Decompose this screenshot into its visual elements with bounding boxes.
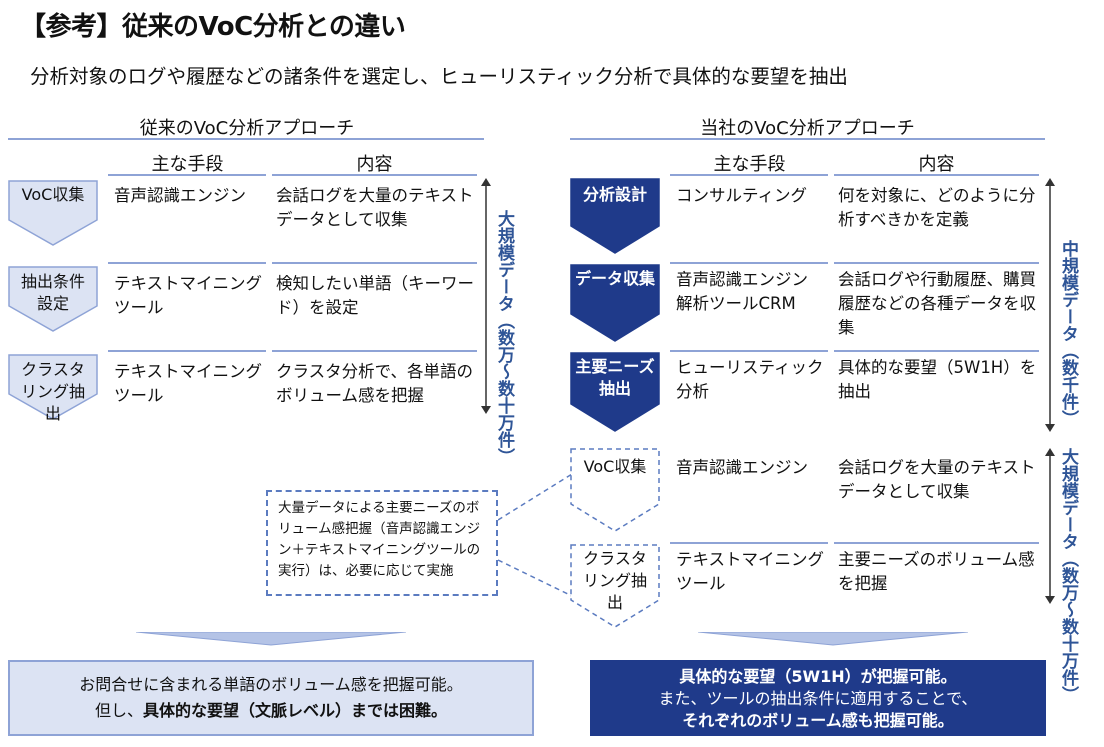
left-step-chevron-3	[8, 354, 98, 420]
right-step-chevron-3	[570, 352, 660, 432]
left-conclusion-box: お問合せに含まれる単語のボリューム感を把握可能。 但し、具体的な要望（文脈レベル…	[8, 660, 534, 736]
left-section-title: 従来のVoC分析アプローチ	[139, 118, 355, 139]
right-row-line-1a	[670, 262, 828, 264]
right-down-arrow	[698, 632, 968, 646]
right-scale-arrow-2	[1045, 448, 1055, 604]
right-means-2: 音声認識エンジン解析ツールCRM	[676, 270, 808, 313]
left-row-line-1b	[272, 262, 477, 264]
right-header-line-means	[670, 174, 828, 176]
left-header-line-means	[108, 174, 266, 176]
left-conclusion-line-2-bold: 具体的な要望（文脈レベル）までは困難。	[143, 701, 448, 720]
left-row-line-1a	[108, 262, 266, 264]
left-content-1: 会話ログを大量のテキストデータとして収集	[276, 186, 474, 229]
right-optional-means-1: 音声認識エンジン	[676, 458, 808, 477]
left-step-chevron-2	[8, 266, 98, 332]
left-step-label-2: 抽出条件設定	[20, 272, 85, 313]
right-optional-label-2: クラスタリング抽出	[582, 549, 647, 612]
left-means-1: 音声認識エンジン	[114, 186, 246, 205]
right-optional-chevron-2	[570, 544, 660, 628]
right-section-divider	[570, 138, 1045, 140]
left-row-line-2a	[108, 350, 266, 352]
left-conclusion-line-2-pre: 但し、	[94, 701, 143, 720]
left-conclusion-line-2: 但し、具体的な要望（文脈レベル）までは困難。	[10, 698, 532, 724]
right-step-label-2: データ収集	[574, 269, 655, 288]
right-col-content-header: 内容	[918, 154, 955, 175]
left-conclusion-line-1: お問合せに含まれる単語のボリューム感を把握可能。	[79, 675, 463, 694]
left-content-3: クラスタ分析で、各単語のボリューム感を把握	[276, 362, 474, 405]
right-scale-label-1: 中規模データ（数千件）	[1058, 240, 1078, 427]
left-down-arrow	[136, 632, 406, 646]
right-content-3: 具体的な要望（5W1H）を抽出	[838, 358, 1037, 401]
right-step-label-3: 主要ニーズ抽出	[575, 357, 655, 398]
right-row-line-1b	[834, 262, 1039, 264]
right-header-line-content	[834, 174, 1039, 176]
left-scale-label: 大規模データ（数万～数十万件）	[494, 210, 514, 465]
right-optional-means-2: テキストマイニングツール	[676, 550, 825, 593]
left-step-label-1: VoC収集	[21, 185, 85, 204]
optional-note-box: 大量データによる主要ニーズのボリューム感把握（音声認識エンジン＋テキストマイニン…	[266, 490, 498, 596]
left-section-divider	[8, 138, 484, 140]
left-col-content-header: 内容	[356, 154, 393, 175]
left-header-line-content	[272, 174, 477, 176]
page-title: 【参考】従来のVoC分析との違い	[20, 12, 406, 42]
right-conclusion-line-3: それぞれのボリューム感も把握可能。	[682, 711, 954, 730]
right-scale-label-2: 大規模データ（数万～数十万件）	[1058, 448, 1078, 703]
right-content-2: 会話ログや行動履歴、購買履歴などの各種データを収集	[838, 270, 1036, 337]
right-content-1: 何を対象に、どのように分析すべきかを定義	[838, 186, 1036, 229]
left-row-line-2b	[272, 350, 477, 352]
right-step-chevron-1	[570, 178, 660, 254]
left-means-3: テキストマイニングツール	[114, 362, 263, 405]
right-conclusion-line-2: また、ツールの抽出条件に適用することで、	[658, 689, 978, 708]
right-row-line-2b	[834, 350, 1039, 352]
right-optional-line-b	[834, 542, 1039, 544]
note-connector-lines	[497, 473, 573, 597]
right-means-1: コンサルティング	[676, 186, 808, 205]
right-conclusion-line-1: 具体的な要望（5W1H）が把握可能。	[679, 667, 957, 686]
left-step-label-3: クラスタリング抽出	[20, 360, 85, 423]
right-optional-chevron-1	[570, 448, 660, 532]
page-subtitle: 分析対象のログや履歴などの諸条件を選定し、ヒューリスティック分析で具体的な要望を…	[30, 65, 848, 88]
right-conclusion-box: 具体的な要望（5W1H）が把握可能。 また、ツールの抽出条件に適用することで、 …	[590, 660, 1046, 736]
right-step-chevron-2	[570, 264, 660, 342]
left-content-2: 検知したい単語（キーワード）を設定	[276, 274, 474, 317]
right-step-label-1: 分析設計	[582, 185, 647, 204]
right-col-means-header: 主な手段	[713, 154, 786, 175]
right-optional-content-2: 主要ニーズのボリューム感を把握	[838, 550, 1035, 593]
right-row-line-2a	[670, 350, 828, 352]
right-optional-line-a	[670, 542, 828, 544]
right-optional-label-1: VoC収集	[583, 457, 647, 476]
right-section-title: 当社のVoC分析アプローチ	[700, 118, 915, 139]
left-step-chevron-1	[8, 180, 98, 246]
left-means-2: テキストマイニングツール	[114, 274, 263, 317]
right-means-3: ヒューリスティック分析	[676, 358, 824, 401]
right-optional-content-1: 会話ログを大量のテキストデータとして収集	[838, 458, 1036, 501]
left-col-means-header: 主な手段	[151, 154, 224, 175]
left-scale-arrow	[481, 178, 491, 414]
right-scale-arrow-1	[1045, 178, 1055, 432]
